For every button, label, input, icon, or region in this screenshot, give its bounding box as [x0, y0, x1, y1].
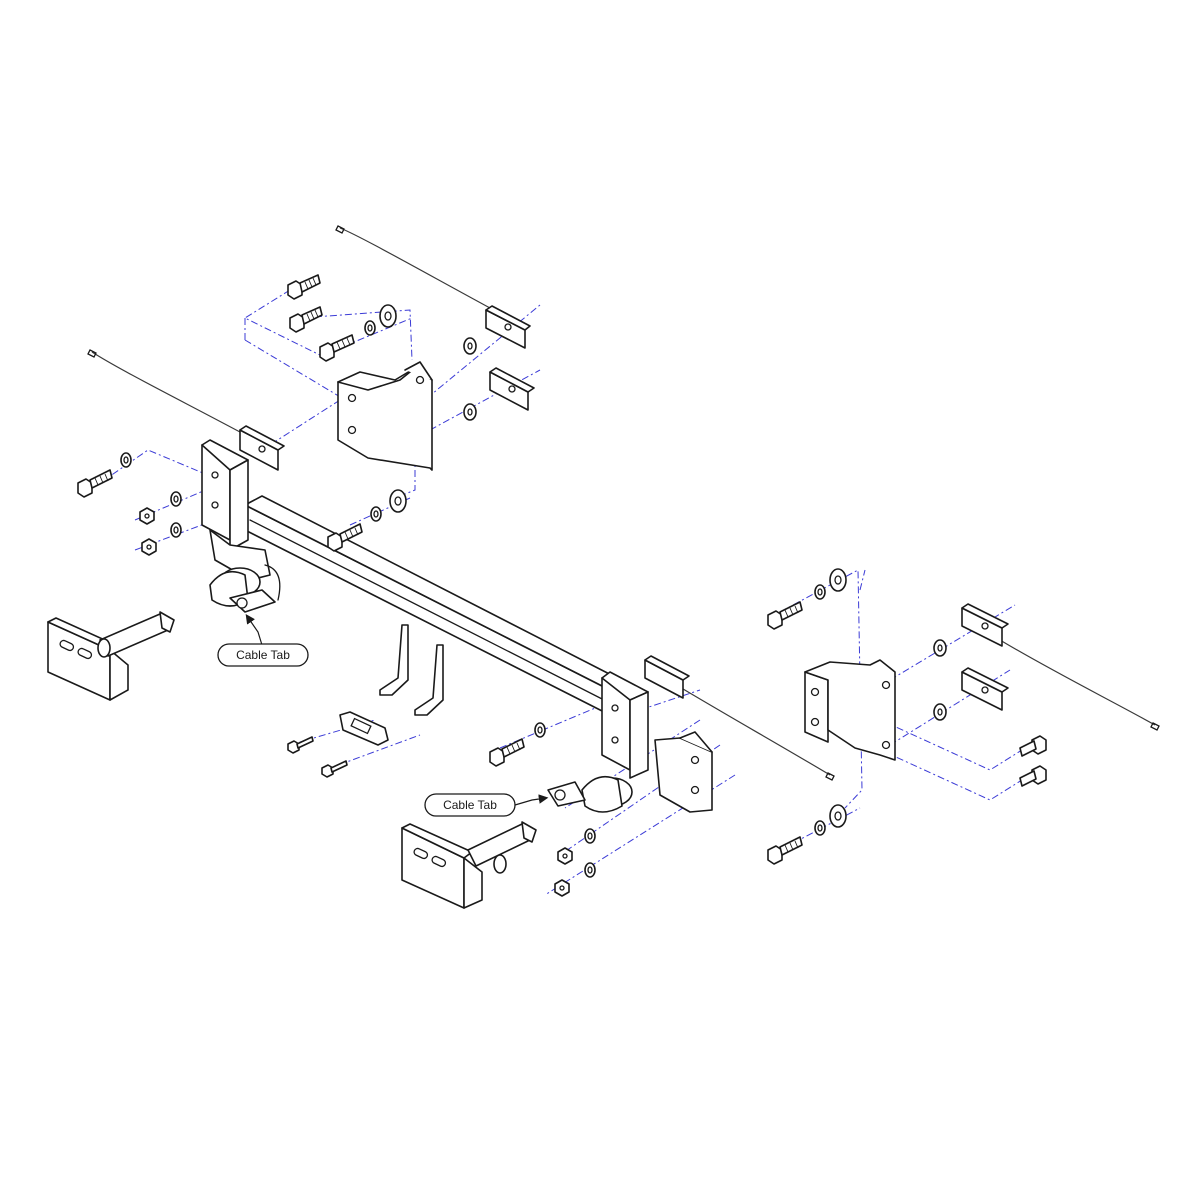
lower-right-cable — [999, 639, 1156, 726]
left-receiver-mount — [209, 564, 281, 613]
callout-label: Cable Tab — [236, 648, 290, 662]
bolt — [77, 469, 113, 498]
left-side-plate — [201, 439, 271, 581]
bolt — [1019, 765, 1047, 787]
bolt — [1019, 735, 1047, 757]
bolt — [489, 738, 525, 767]
gusset-plate — [339, 711, 389, 746]
upper-left-cable — [91, 351, 241, 433]
screw — [321, 760, 348, 778]
bolt — [327, 523, 363, 552]
washers — [120, 304, 947, 878]
nuts — [139, 507, 573, 897]
spacer-plates — [239, 305, 1009, 711]
pin-bracket-right — [401, 821, 537, 909]
bolt — [287, 274, 321, 300]
right-receiver-mount — [547, 775, 633, 813]
cable-tab-right — [547, 781, 586, 807]
callout-cable-tab-left: Cable Tab — [217, 614, 309, 667]
right-side-plate — [601, 671, 649, 779]
bolt — [289, 306, 323, 333]
screw — [287, 736, 314, 754]
callout-cable-tab-right: Cable Tab — [424, 793, 549, 817]
upper-right-cable — [339, 227, 491, 309]
upper-left-bracket — [337, 361, 433, 471]
far-right-bracket — [804, 659, 896, 761]
bolt — [767, 601, 803, 630]
center-mount-bracket — [654, 731, 713, 813]
pin-bracket-left — [47, 611, 175, 701]
callout-label: Cable Tab — [443, 798, 497, 812]
bolt — [767, 836, 803, 865]
support-rods — [379, 624, 444, 716]
bolts — [77, 274, 1047, 865]
bolt — [319, 334, 355, 362]
